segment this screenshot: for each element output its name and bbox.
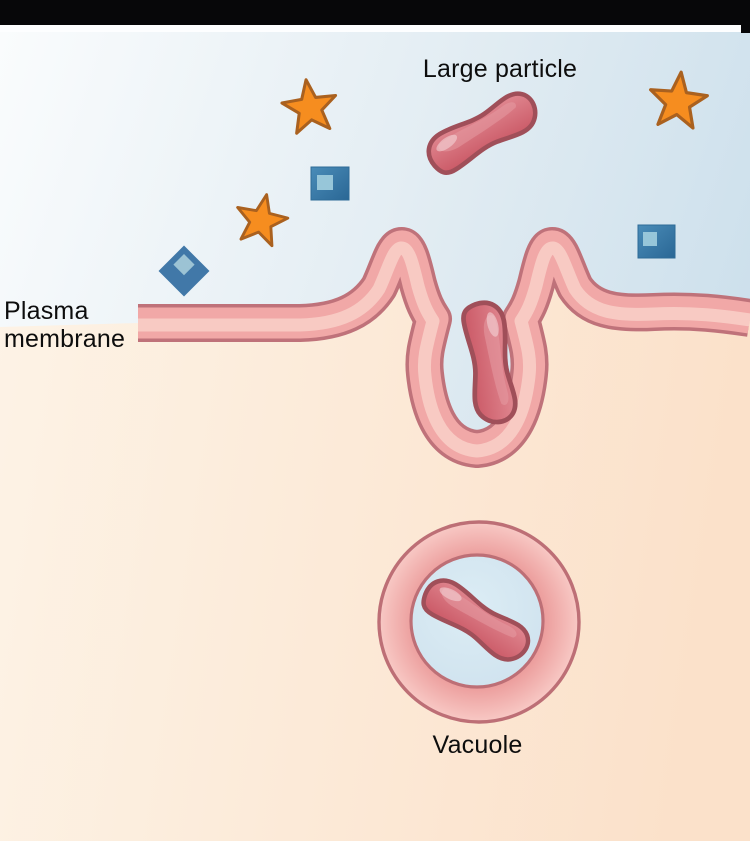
square-particle-1 (310, 166, 350, 201)
plasma-membrane-label: Plasma membrane (4, 297, 126, 353)
vacuole-label: Vacuole (432, 731, 523, 759)
plasma-membrane-highlight (138, 241, 750, 458)
square-particle-core (643, 232, 657, 246)
large-particle-label: Large particle (422, 55, 578, 83)
square-particle-core (317, 175, 333, 190)
vacuole (377, 520, 581, 724)
square-particle-2 (637, 224, 676, 259)
top-black-bar-corner (741, 0, 750, 33)
cytoplasm-background (0, 245, 750, 841)
top-black-bar (0, 0, 750, 25)
divider-strip (0, 25, 750, 32)
